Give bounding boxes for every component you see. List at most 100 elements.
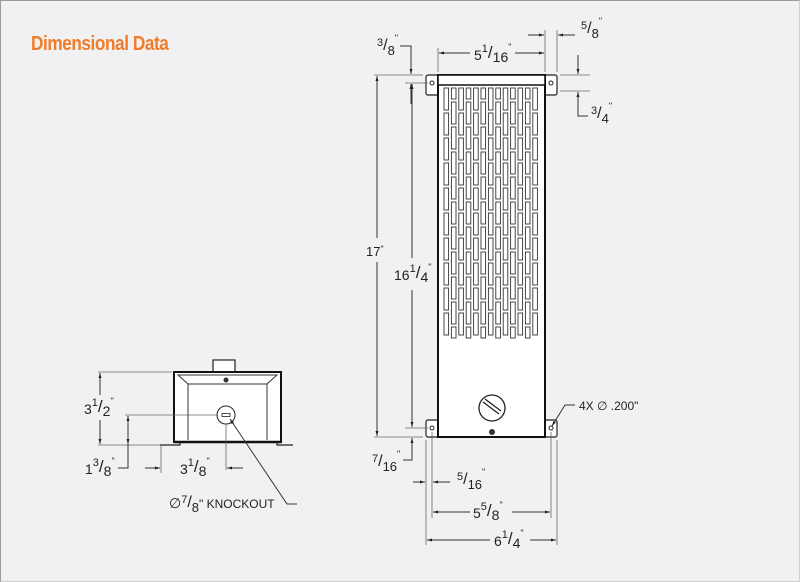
grille-slot bbox=[502, 87, 509, 111]
grille-slot bbox=[487, 237, 494, 261]
grille-slot bbox=[532, 262, 538, 286]
grille-slot bbox=[473, 162, 479, 186]
grille-slot bbox=[524, 251, 531, 275]
grille-slot bbox=[480, 176, 487, 200]
grille-slot bbox=[502, 287, 509, 311]
grille-slot bbox=[510, 101, 516, 125]
grille-slot bbox=[480, 151, 487, 175]
grille-slot bbox=[524, 276, 531, 300]
side-dimensions bbox=[98, 371, 297, 505]
grille-slot bbox=[517, 112, 524, 136]
grille-slot bbox=[443, 312, 450, 336]
grille-slot bbox=[465, 301, 472, 325]
dim-mounting-holes: 4X ∅ .200" bbox=[579, 399, 638, 413]
grille-slot bbox=[465, 201, 472, 225]
grille-slot bbox=[487, 137, 494, 161]
grille-slot bbox=[532, 162, 538, 186]
mounting-hole bbox=[548, 80, 554, 86]
dim-side-hole-offset: 5/16" bbox=[457, 467, 485, 492]
grille-slot bbox=[510, 151, 516, 175]
grille-slot bbox=[480, 101, 487, 125]
grille-slot bbox=[458, 287, 464, 311]
grille-slot bbox=[443, 187, 450, 211]
grille-slot bbox=[532, 287, 538, 311]
grille-slot bbox=[502, 162, 509, 186]
grille-slot bbox=[495, 276, 501, 300]
grille-slot bbox=[502, 137, 509, 161]
grille-slot bbox=[443, 112, 450, 136]
grille-slot bbox=[480, 126, 487, 150]
grille-slot bbox=[465, 101, 472, 125]
grille-slot bbox=[473, 287, 479, 311]
grille-slot bbox=[524, 201, 531, 225]
front-labels: 3/8" 51/16" 5/8" 3/4" 17" 161/4" 7/16" 5… bbox=[366, 16, 638, 551]
grille-slot bbox=[480, 301, 487, 325]
dim-overall-width: 61/4" bbox=[494, 528, 524, 551]
grille-slot bbox=[510, 87, 516, 100]
grille-slot bbox=[458, 112, 464, 136]
grille-slot bbox=[473, 87, 479, 111]
dim-overall-height: 17" bbox=[366, 244, 384, 259]
grille-slot bbox=[465, 226, 472, 250]
grille-slot bbox=[524, 101, 531, 125]
grille-slot bbox=[450, 101, 457, 125]
grille-slot bbox=[450, 301, 457, 325]
grille-slot bbox=[473, 212, 479, 236]
grille-slot bbox=[487, 287, 494, 311]
grille-slot bbox=[495, 176, 501, 200]
grille-slot bbox=[450, 201, 457, 225]
grille-slot bbox=[524, 126, 531, 150]
side-view bbox=[160, 359, 293, 446]
screw bbox=[223, 377, 229, 383]
grille-slot bbox=[532, 312, 538, 336]
top-cap bbox=[437, 74, 546, 86]
grille-slot bbox=[495, 326, 501, 339]
grille-slot bbox=[480, 87, 487, 100]
grille-slot bbox=[495, 87, 501, 100]
grille-slot bbox=[502, 312, 509, 336]
grille-slot bbox=[510, 326, 516, 339]
front-dimensions bbox=[374, 30, 590, 545]
grille-slot bbox=[480, 276, 487, 300]
grille-slot bbox=[450, 126, 457, 150]
grille-slot bbox=[495, 301, 501, 325]
grille-slot bbox=[458, 162, 464, 186]
grille-slot bbox=[517, 262, 524, 286]
grille-slot bbox=[510, 251, 516, 275]
grille-slot bbox=[510, 301, 516, 325]
grille-slot bbox=[487, 87, 494, 111]
grille-slot bbox=[465, 276, 472, 300]
grille-slot bbox=[517, 87, 524, 111]
grille-slot bbox=[458, 312, 464, 336]
grille-slot bbox=[510, 126, 516, 150]
grille-slot bbox=[458, 137, 464, 161]
grille-slot bbox=[443, 237, 450, 261]
dim-hole-spacing-vertical: 161/4" bbox=[394, 262, 431, 285]
mounting-hole bbox=[548, 425, 554, 431]
grille-slot bbox=[450, 226, 457, 250]
grille-slot bbox=[495, 251, 501, 275]
grille-slot bbox=[473, 187, 479, 211]
grille-slot bbox=[510, 176, 516, 200]
grille-slot bbox=[532, 237, 538, 261]
left-foot bbox=[160, 442, 181, 446]
grille-slot bbox=[517, 312, 524, 336]
grille-slot bbox=[450, 326, 457, 339]
grille-slot bbox=[443, 262, 450, 286]
dim-top-tab-offset: 3/8" bbox=[377, 33, 398, 58]
dim-tab-height: 3/4" bbox=[591, 101, 612, 126]
grille-slot bbox=[510, 201, 516, 225]
grille-slot bbox=[502, 237, 509, 261]
grille-slot bbox=[517, 137, 524, 161]
grille-slot bbox=[495, 201, 501, 225]
screw bbox=[489, 429, 495, 435]
grille-slot bbox=[450, 251, 457, 275]
grille-slot bbox=[502, 262, 509, 286]
grille-slot bbox=[465, 87, 472, 100]
grille-slot bbox=[524, 226, 531, 250]
grille-slot bbox=[517, 237, 524, 261]
grille-slot bbox=[443, 162, 450, 186]
grille-slot bbox=[524, 176, 531, 200]
grille-slot bbox=[510, 276, 516, 300]
